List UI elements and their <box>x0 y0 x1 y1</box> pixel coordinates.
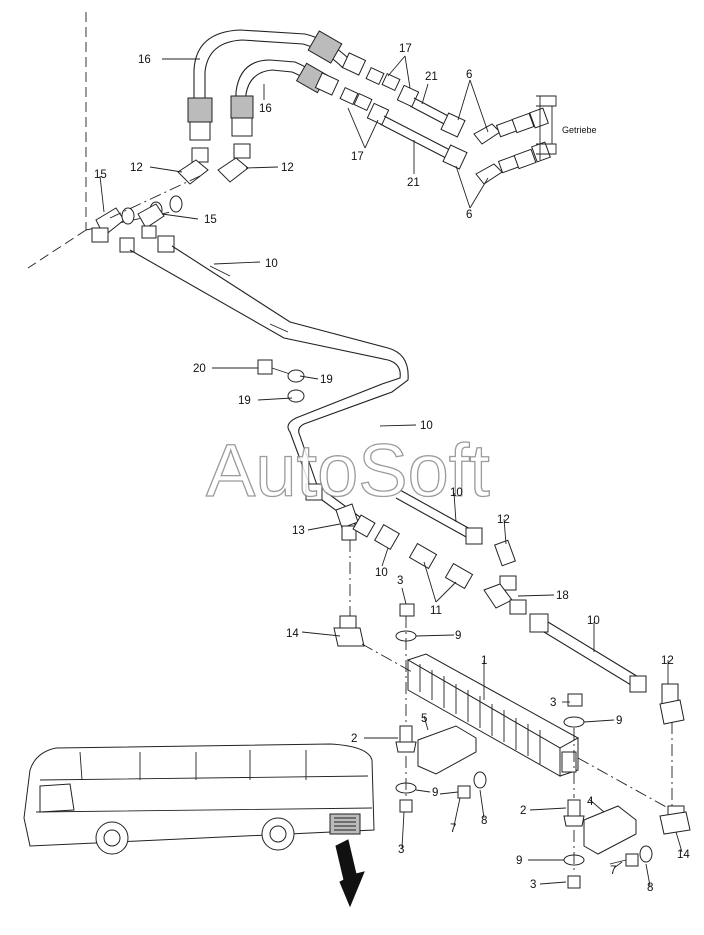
callout-6b: 6 <box>466 209 472 221</box>
callout-16a: 16 <box>138 54 151 66</box>
callout-10a: 10 <box>265 258 278 270</box>
callout-7a: 7 <box>450 823 456 835</box>
hose-crimp-16b <box>307 30 343 64</box>
oil-cooler-1 <box>406 653 580 777</box>
callout-2b: 2 <box>520 805 526 817</box>
fitting-14-right <box>659 805 691 835</box>
callout-9a: 9 <box>455 630 461 642</box>
hose-16-inner <box>230 59 329 137</box>
callout-16b: 16 <box>259 103 272 115</box>
fitting-13 <box>335 503 359 541</box>
elbow-12-right-top <box>217 143 251 183</box>
callout-14b: 14 <box>677 849 690 861</box>
callout-2a: 2 <box>351 733 357 745</box>
callout-8a: 8 <box>481 815 487 827</box>
callout-6a: 6 <box>466 69 472 81</box>
callout-3a: 3 <box>397 575 403 587</box>
fittings-11 <box>352 514 474 590</box>
elbow-6-upper <box>473 107 549 145</box>
callout-1: 1 <box>481 655 487 667</box>
callout-17b: 17 <box>351 151 364 163</box>
hose-16-outer <box>187 29 351 141</box>
callout-8b: 8 <box>647 882 653 894</box>
getriebe-label: Getriebe <box>562 125 597 135</box>
callout-labels: 16 16 17 17 21 21 6 6 12 12 15 15 10 20 … <box>94 43 690 894</box>
callout-12a: 12 <box>130 162 143 174</box>
mounting-left <box>395 603 487 813</box>
callout-10c: 10 <box>450 487 463 499</box>
callout-15a: 15 <box>94 169 107 181</box>
fitting-14-left <box>333 615 365 647</box>
callout-3d: 3 <box>530 879 536 891</box>
fitting-15-right <box>137 203 165 239</box>
callout-4: 4 <box>587 796 594 808</box>
callout-11: 11 <box>430 605 442 617</box>
pipe-21-lower <box>379 115 451 159</box>
callout-10e: 10 <box>587 615 600 627</box>
assembly-line-15 <box>109 175 201 219</box>
callout-15b: 15 <box>204 214 217 226</box>
floor-reference-line <box>27 229 87 269</box>
callout-7b: 7 <box>610 865 616 877</box>
callout-21b: 21 <box>407 177 420 189</box>
callout-17a: 17 <box>399 43 412 55</box>
callout-20: 20 <box>193 363 206 375</box>
callout-10d: 10 <box>375 567 388 579</box>
fittings-17-upper <box>341 52 466 138</box>
elbow-12-left-top <box>177 147 209 185</box>
hose-nut-16c <box>231 117 253 137</box>
tee-18 <box>483 539 527 615</box>
callout-9d: 9 <box>516 855 522 867</box>
getriebe-bracket: Getriebe <box>536 95 597 160</box>
assembly-line-14-cooler <box>361 643 413 673</box>
callout-19b: 19 <box>238 395 251 407</box>
leader-lines <box>99 55 683 887</box>
callout-9b: 9 <box>616 715 622 727</box>
fitting-15-left <box>91 207 125 243</box>
elbow-12-right-lower <box>659 683 685 725</box>
elbow-6-lower <box>475 141 551 185</box>
callout-12c: 12 <box>497 514 510 526</box>
assembly-line-cooler-14 <box>577 757 669 809</box>
callout-13: 13 <box>292 525 305 537</box>
callout-12b: 12 <box>281 162 294 174</box>
bus-illustration <box>23 743 375 855</box>
mounting-right <box>563 693 653 889</box>
pipe-10-lower <box>529 613 647 693</box>
callout-14a: 14 <box>286 628 299 640</box>
fittings-17-lower <box>314 72 468 170</box>
pipe-21-upper <box>409 97 453 127</box>
clip-assembly-19-20 <box>257 359 305 403</box>
callout-3b: 3 <box>550 697 556 709</box>
pipe-10-upper <box>119 235 409 489</box>
watermark-text: AutoSoft <box>206 429 490 512</box>
callout-19a: 19 <box>320 374 333 386</box>
hose-crimp-16c <box>230 95 254 119</box>
callout-21a: 21 <box>425 71 438 83</box>
callout-18: 18 <box>556 590 569 602</box>
hose-nut-16a <box>189 121 211 141</box>
callout-9c: 9 <box>432 787 438 799</box>
callout-12d: 12 <box>661 655 674 667</box>
location-arrow <box>335 839 365 908</box>
hose-crimp-16a <box>187 97 213 123</box>
pipe-10-middle <box>305 483 483 545</box>
callout-3c: 3 <box>398 844 404 856</box>
callout-10b: 10 <box>420 420 433 432</box>
callout-5: 5 <box>421 713 427 725</box>
